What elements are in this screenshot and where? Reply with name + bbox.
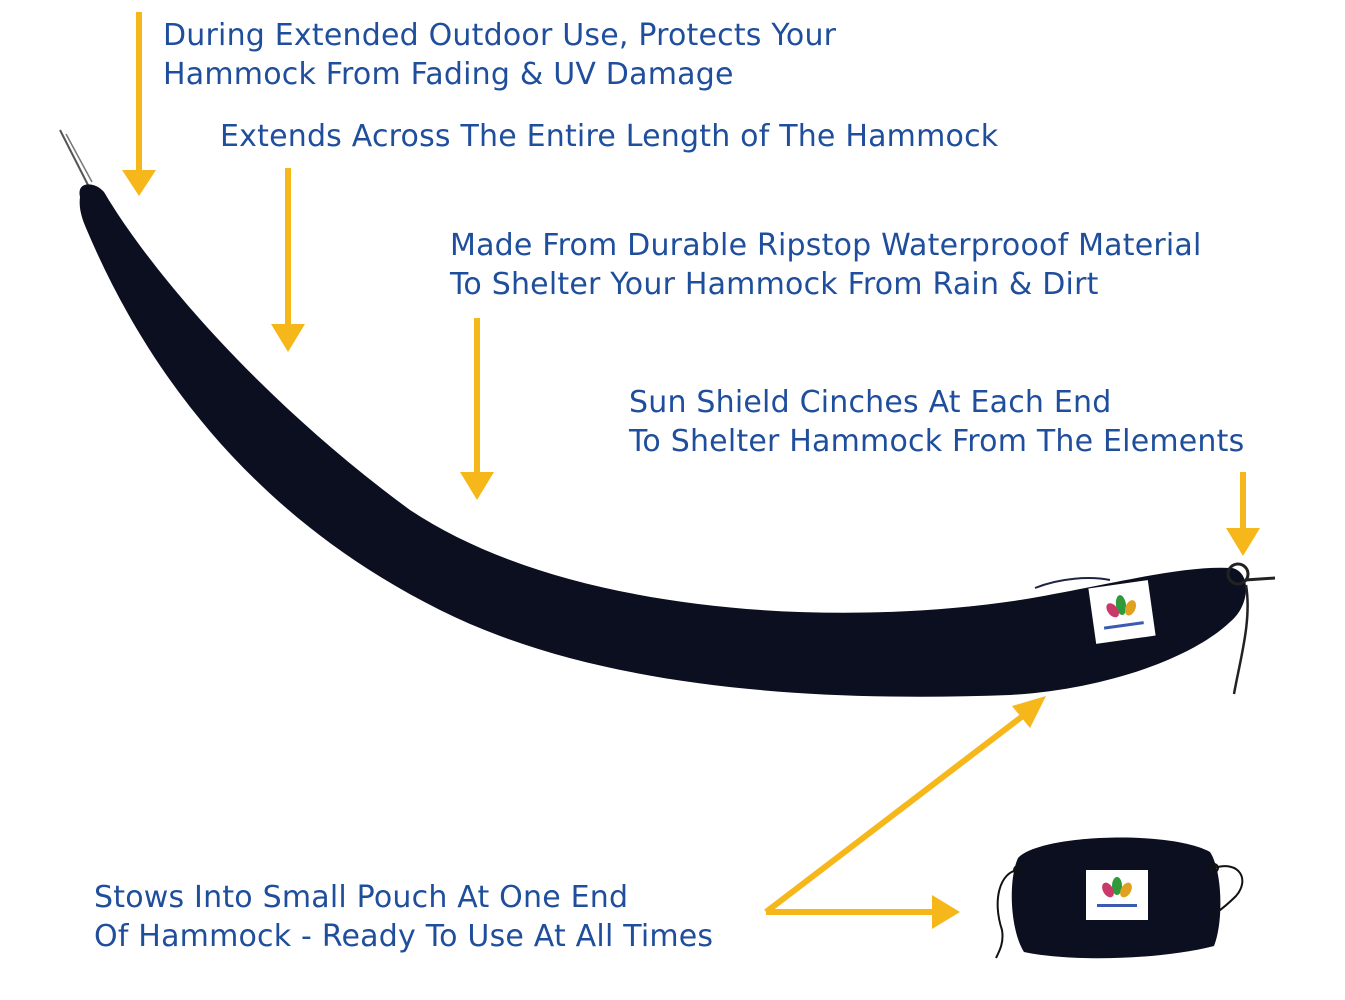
pouch-arrows-icon [764, 696, 1046, 929]
down-arrow-icon [122, 12, 156, 196]
uv-protection-line-2: Hammock From Fading & UV Damage [163, 57, 734, 92]
down-arrow-icon [1226, 472, 1260, 556]
cinch-cord [1226, 562, 1276, 695]
full-length-callout: Extends Across The Entire Length of The … [220, 117, 998, 156]
ripstop-line-1: Made From Durable Ripstop Waterprooof Ma… [450, 228, 1202, 263]
cinch-line-1: Sun Shield Cinches At Each End [629, 385, 1112, 420]
brand-label [1088, 580, 1156, 644]
cinch-callout: Sun Shield Cinches At Each End To Shelte… [629, 383, 1244, 461]
ripstop-line-2: To Shelter Your Hammock From Rain & Dirt [450, 267, 1099, 302]
stuff-pouch [995, 837, 1244, 959]
lotus-logo-icon [1097, 877, 1137, 907]
uv-protection-line-1: During Extended Outdoor Use, Protects Yo… [163, 18, 837, 53]
hammock-sun-shield [79, 184, 1247, 697]
down-arrow-icon [271, 168, 305, 352]
ripstop-callout: Made From Durable Ripstop Waterprooof Ma… [450, 226, 1202, 304]
full-length-line-1: Extends Across The Entire Length of The … [220, 119, 999, 154]
pouch-line-1: Stows Into Small Pouch At One End [94, 880, 629, 915]
down-arrow-icon [460, 318, 494, 500]
cinch-line-2: To Shelter Hammock From The Elements [629, 424, 1245, 459]
left-suspension-rope [59, 129, 93, 186]
pouch-callout: Stows Into Small Pouch At One End Of Ham… [94, 878, 713, 956]
pouch-line-2: Of Hammock - Ready To Use At All Times [94, 919, 714, 954]
uv-protection-callout: During Extended Outdoor Use, Protects Yo… [163, 16, 836, 94]
lotus-logo-icon [1103, 595, 1144, 630]
